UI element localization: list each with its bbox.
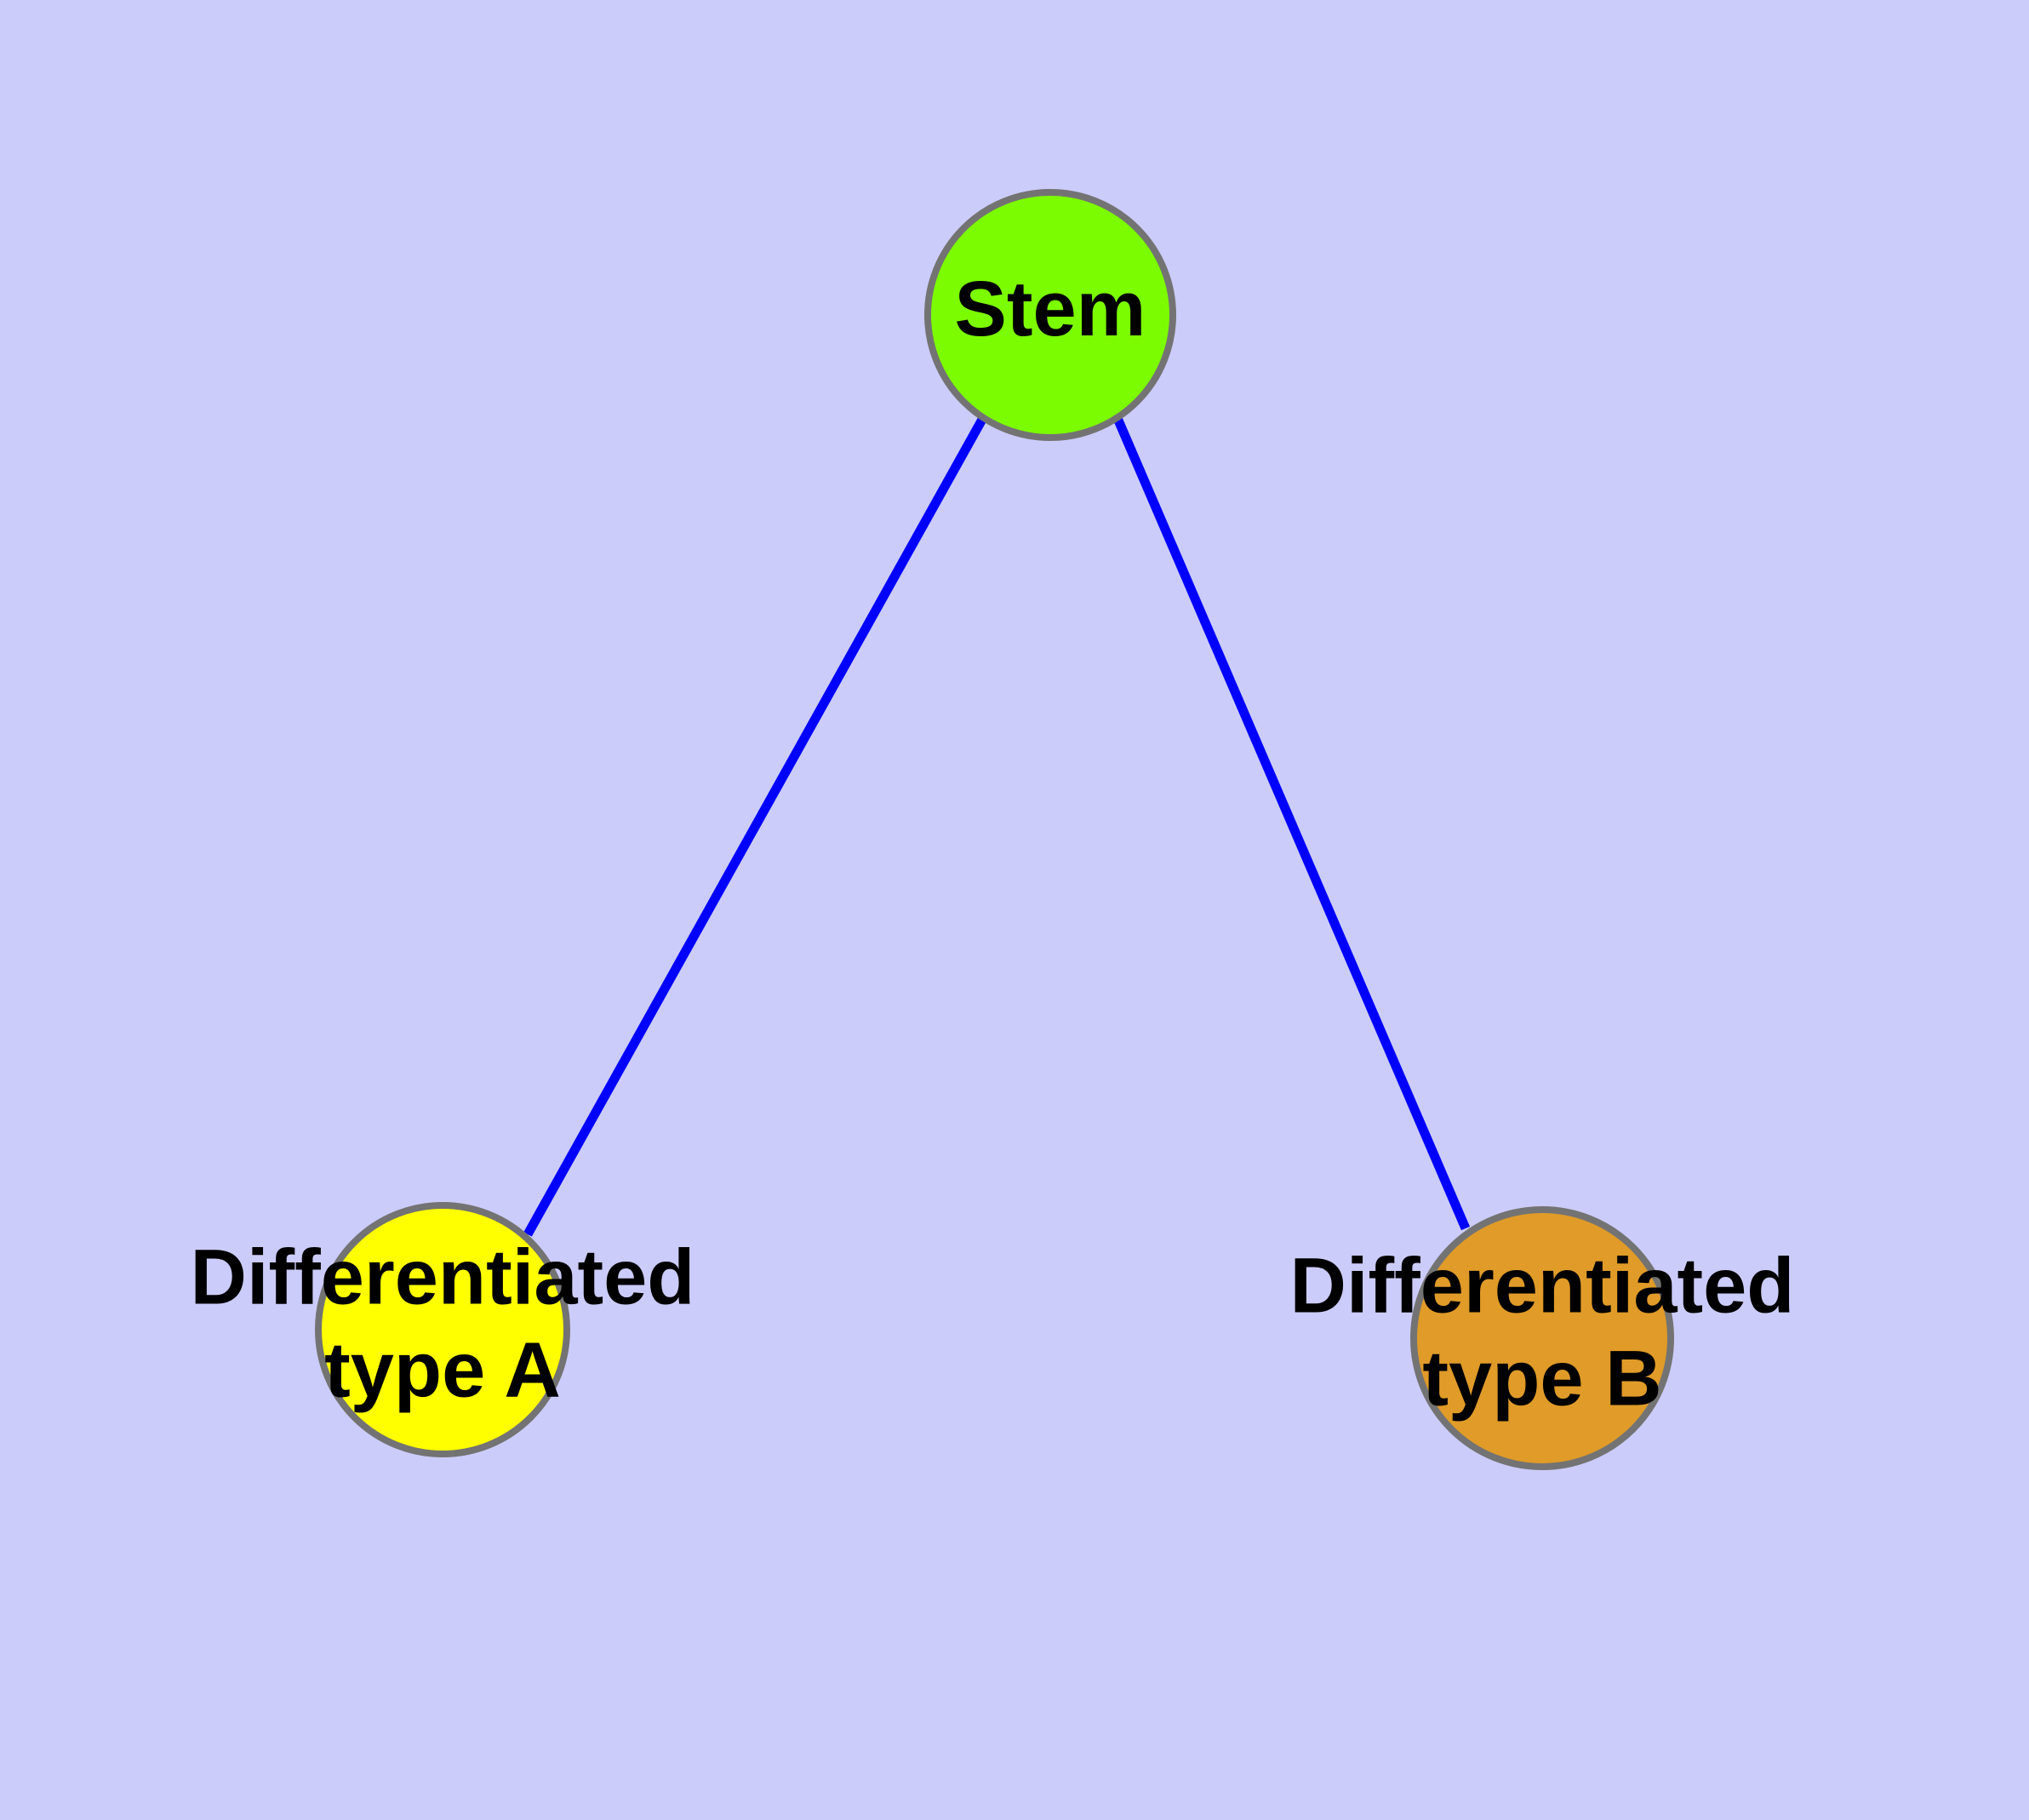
node-diff-b[interactable] <box>1410 1206 1674 1470</box>
node-stem[interactable] <box>924 189 1176 441</box>
edge-stem-to-diff-a[interactable] <box>523 415 987 1237</box>
node-label-line: type A <box>324 1327 561 1414</box>
node-diff-a[interactable] <box>315 1202 570 1457</box>
nodes-layer <box>315 189 1674 1470</box>
node-label-line: Stem <box>955 266 1146 352</box>
node-label-line: type B <box>1422 1336 1661 1422</box>
edge-stem-to-diff-b[interactable] <box>1112 414 1471 1231</box>
node-label-line: Differentiated <box>191 1234 695 1321</box>
node-label-line: Differentiated <box>1290 1243 1795 1330</box>
node-label-stem: Stem <box>955 266 1146 352</box>
edges-layer <box>523 414 1471 1237</box>
